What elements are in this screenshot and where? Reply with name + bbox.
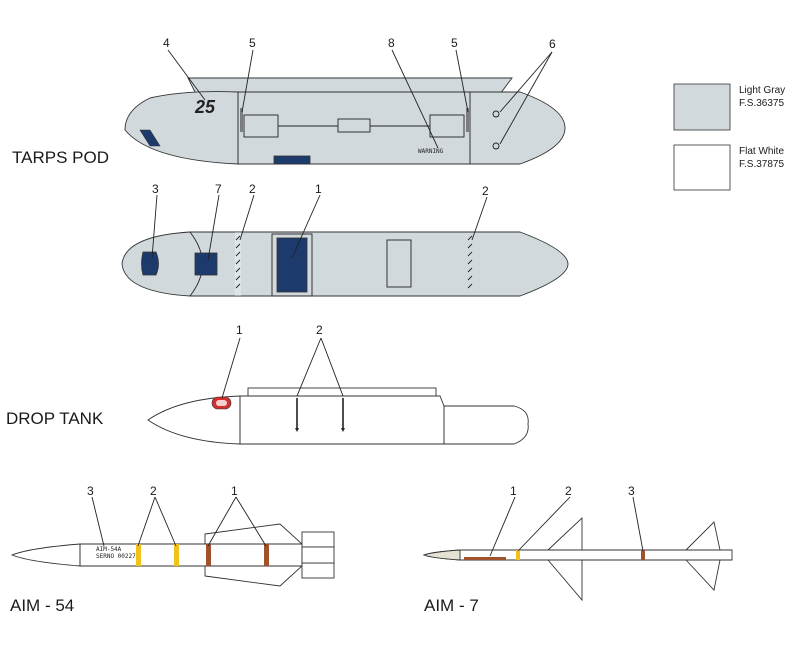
tarps-bottom-callout-1: 1 — [315, 182, 322, 196]
tarps-bottom-callout-7: 7 — [215, 182, 222, 196]
aim54-callout-3: 3 — [87, 484, 94, 498]
aim7-callout-2: 2 — [565, 484, 572, 498]
tarps-side-callout-8: 8 — [388, 36, 395, 50]
aim54-stencil-2: SERNO 00227 — [96, 553, 136, 560]
legend-flat-white-swatch — [673, 144, 731, 191]
aim-7-missile: 1 2 3 — [422, 484, 733, 602]
aim54-callout-1: 1 — [231, 484, 238, 498]
aim7-callout-1: 1 — [510, 484, 517, 498]
tarps-pod-label: TARPS POD — [12, 148, 109, 167]
tarps-side-callout-5a: 5 — [249, 36, 256, 50]
legend-flat-white-name: Flat White — [739, 146, 784, 157]
drop-tank-callout-2: 2 — [316, 323, 323, 337]
legend-light-gray-code: F.S.36375 — [739, 98, 784, 109]
aim7-leaders — [489, 496, 644, 557]
tarps-bottom-leaders — [151, 194, 488, 261]
drop-tank: 1 2 — [147, 323, 529, 445]
legend-light-gray-swatch — [673, 83, 731, 131]
drop-tank-callout-1: 1 — [236, 323, 243, 337]
legend-light-gray-name: Light Gray — [739, 85, 785, 96]
aim54-callout-2: 2 — [150, 484, 157, 498]
color-legend: Light Gray F.S.36375 Flat White F.S.3787… — [673, 83, 785, 191]
tarps-side-callout-5b: 5 — [451, 36, 458, 50]
legend-flat-white-code: F.S.37875 — [739, 159, 784, 170]
tarps-side-callout-4: 4 — [163, 36, 170, 50]
tarps-side-callout-6: 6 — [549, 37, 556, 51]
drop-tank-leaders — [221, 337, 344, 399]
aim7-callout-3: 3 — [628, 484, 635, 498]
tarps-bottom-callout-2b: 2 — [482, 184, 489, 198]
aim54-label: AIM - 54 — [10, 596, 74, 615]
aim-54-missile: AIM-54A SERNO 00227 3 2 1 — [10, 484, 335, 587]
aim7-label: AIM - 7 — [424, 596, 479, 615]
tarps-pod-side-view: 25 WARNING 4 5 8 5 6 — [124, 36, 566, 165]
tarps-side-leaders — [167, 49, 553, 149]
drop-tank-label: DROP TANK — [6, 409, 104, 428]
tarps-bottom-callout-3: 3 — [152, 182, 159, 196]
pod-number: 25 — [194, 97, 216, 117]
tarps-pod-bottom-view: 3 7 2 1 2 — [121, 182, 569, 297]
tarps-bottom-callout-2a: 2 — [249, 182, 256, 196]
warning-stencil: WARNING — [418, 148, 444, 155]
aim54-stencil-1: AIM-54A — [96, 546, 122, 553]
aim54-leaders — [91, 496, 267, 547]
